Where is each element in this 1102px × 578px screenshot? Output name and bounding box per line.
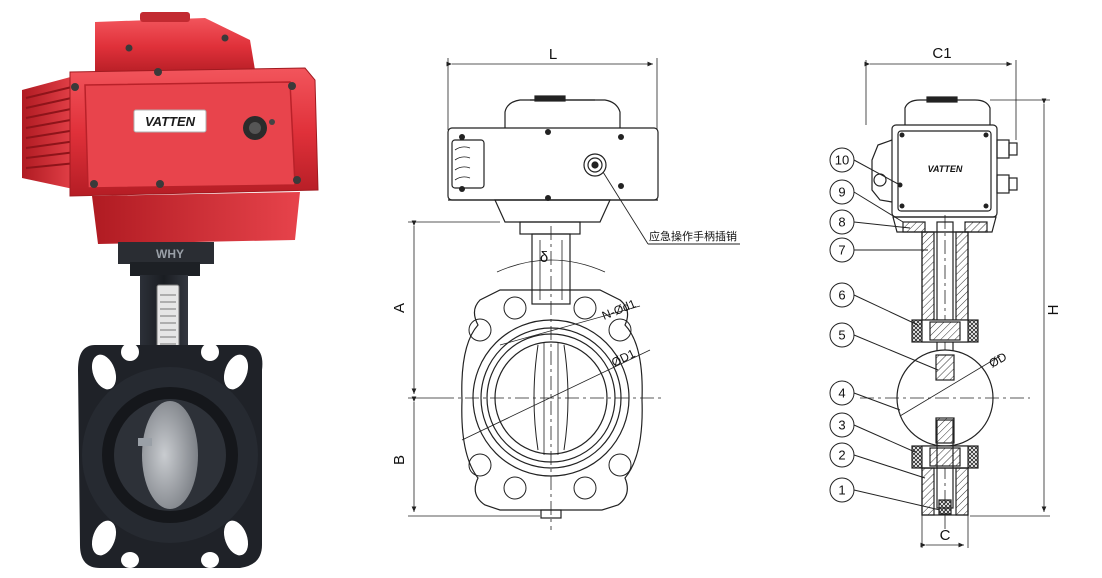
actuator-base bbox=[92, 192, 300, 244]
part-number-5: 5 bbox=[838, 328, 845, 343]
valve-body bbox=[78, 343, 263, 568]
actuator-cooling-fins bbox=[22, 75, 78, 190]
angle-delta: δ bbox=[540, 249, 548, 266]
part-number-10: 10 bbox=[835, 153, 849, 168]
manual-override-knob bbox=[243, 116, 275, 140]
part-number-6: 6 bbox=[838, 288, 845, 303]
part-number-3: 3 bbox=[838, 418, 845, 433]
mounting-bracket: WHY bbox=[118, 242, 214, 276]
side-actuator-logo: VATTEN bbox=[928, 164, 963, 174]
dim-C1: C1 bbox=[932, 45, 951, 62]
dim-C: C bbox=[940, 527, 951, 544]
photo-brand-logo: VATTEN bbox=[145, 114, 196, 129]
actuator-top-cap bbox=[95, 18, 255, 75]
flange-dia-label: ØD1 bbox=[609, 346, 638, 370]
part-number-1: 1 bbox=[838, 483, 845, 498]
dim-A: A bbox=[391, 303, 408, 313]
front-view-labels: L A B δ N-Ød1 ØD1 应急操作手柄插销 bbox=[391, 46, 737, 465]
valve-disc bbox=[142, 401, 198, 509]
part-number-9: 9 bbox=[838, 185, 845, 200]
part-number-7: 7 bbox=[838, 243, 845, 258]
dim-L: L bbox=[549, 46, 557, 63]
callout-emergency-pin: 应急操作手柄插销 bbox=[649, 229, 737, 243]
bracket-marking: WHY bbox=[156, 247, 184, 261]
part-number-4: 4 bbox=[838, 386, 845, 401]
product-photo: VATTEN WHY bbox=[22, 12, 319, 568]
side-view-labels: C1 H C ØD VATTEN 10 9 8 7 6 5 4 3 2 1 bbox=[835, 45, 1062, 544]
disc-dia-label: ØD bbox=[987, 349, 1010, 370]
front-view-drawing bbox=[408, 58, 740, 530]
part-number-2: 2 bbox=[838, 448, 845, 463]
vatten-logo-plate: VATTEN bbox=[133, 109, 207, 133]
dim-B: B bbox=[391, 455, 408, 465]
part-number-8: 8 bbox=[838, 215, 845, 230]
dim-H: H bbox=[1045, 305, 1062, 316]
side-view-drawing bbox=[829, 60, 1050, 548]
